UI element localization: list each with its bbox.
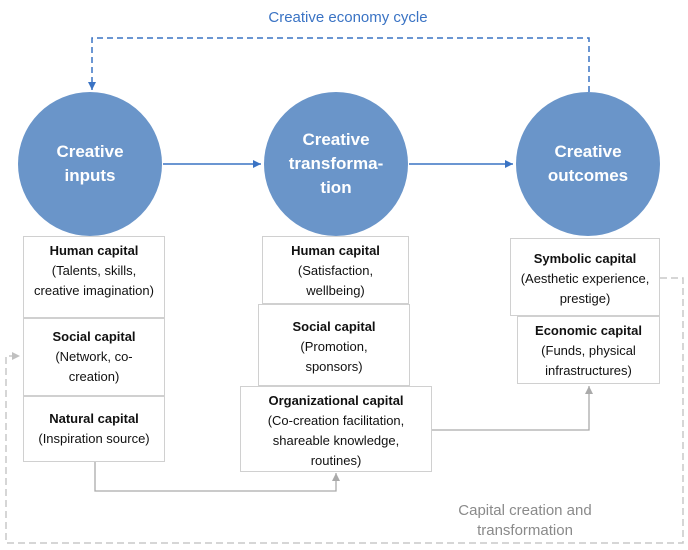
- outcomes-label-line-1: Creative: [554, 142, 622, 161]
- inputs-to-organizational-arrow: [94, 462, 340, 492]
- outcomes-symbolic-capital-box: Symbolic capital (Aesthetic experience, …: [510, 238, 660, 316]
- box-body: (Funds, physical infrastructures): [541, 343, 636, 378]
- box-body: (Aesthetic experience, prestige): [520, 271, 650, 306]
- inputs-human-capital-box: Human capital (Talents, skills, creative…: [23, 236, 165, 318]
- transformation-social-capital-box: Social capital (Promotion, sponsors): [258, 304, 410, 386]
- box-title: Human capital: [291, 243, 380, 258]
- box-title: Symbolic capital: [533, 251, 637, 266]
- transformation-label-line-3: tion: [320, 178, 352, 197]
- box-title: Social capital: [52, 329, 136, 344]
- outcomes-label-line-2: outcomes: [547, 166, 629, 185]
- box-body: (Talents, skills, creative imagination): [34, 263, 154, 298]
- inputs-natural-capital-box: Natural capital (Inspiration source): [23, 396, 165, 462]
- transformation-label-line-2: transforma-: [288, 154, 384, 173]
- cycle-loop-arrow: [88, 37, 590, 92]
- box-body: (Promotion, sponsors): [300, 339, 368, 374]
- transformation-organizational-capital-box: Organizational capital (Co-creation faci…: [240, 386, 432, 472]
- box-title: Organizational capital: [268, 393, 404, 408]
- outcomes-circle: [516, 92, 660, 236]
- box-title: Social capital: [292, 319, 376, 334]
- outcomes-economic-capital-box: Economic capital (Funds, physical infras…: [517, 316, 660, 384]
- inputs-label-line-1: Creative: [56, 142, 124, 161]
- cycle-label: Creative economy cycle: [268, 9, 428, 26]
- box-body: (Inspiration source): [38, 431, 150, 446]
- box-title: Human capital: [49, 243, 139, 258]
- transformation-stage-label: Creative transforma- tion: [266, 128, 406, 200]
- box-title: Natural capital: [49, 411, 139, 426]
- organizational-to-economic-arrow: [432, 386, 593, 431]
- box-body: (Co-creation facilitation, shareable kno…: [267, 413, 405, 468]
- inputs-label-line-2: inputs: [64, 166, 116, 185]
- inputs-stage-label: Creative inputs: [20, 140, 160, 188]
- box-body: (Satisfaction, wellbeing): [297, 263, 374, 298]
- inputs-circle: [18, 92, 162, 236]
- transformation-label-line-1: Creative: [302, 130, 370, 149]
- capital-creation-label: Capital creation and transformation: [458, 502, 592, 539]
- transformation-circle: [264, 92, 408, 236]
- inputs-social-capital-box: Social capital (Network, co-creation): [23, 318, 165, 396]
- box-body: (Network, co-creation): [55, 349, 133, 384]
- transformation-human-capital-box: Human capital (Satisfaction, wellbeing): [262, 236, 409, 304]
- outcomes-stage-label: Creative outcomes: [518, 140, 658, 188]
- box-title: Economic capital: [535, 323, 642, 338]
